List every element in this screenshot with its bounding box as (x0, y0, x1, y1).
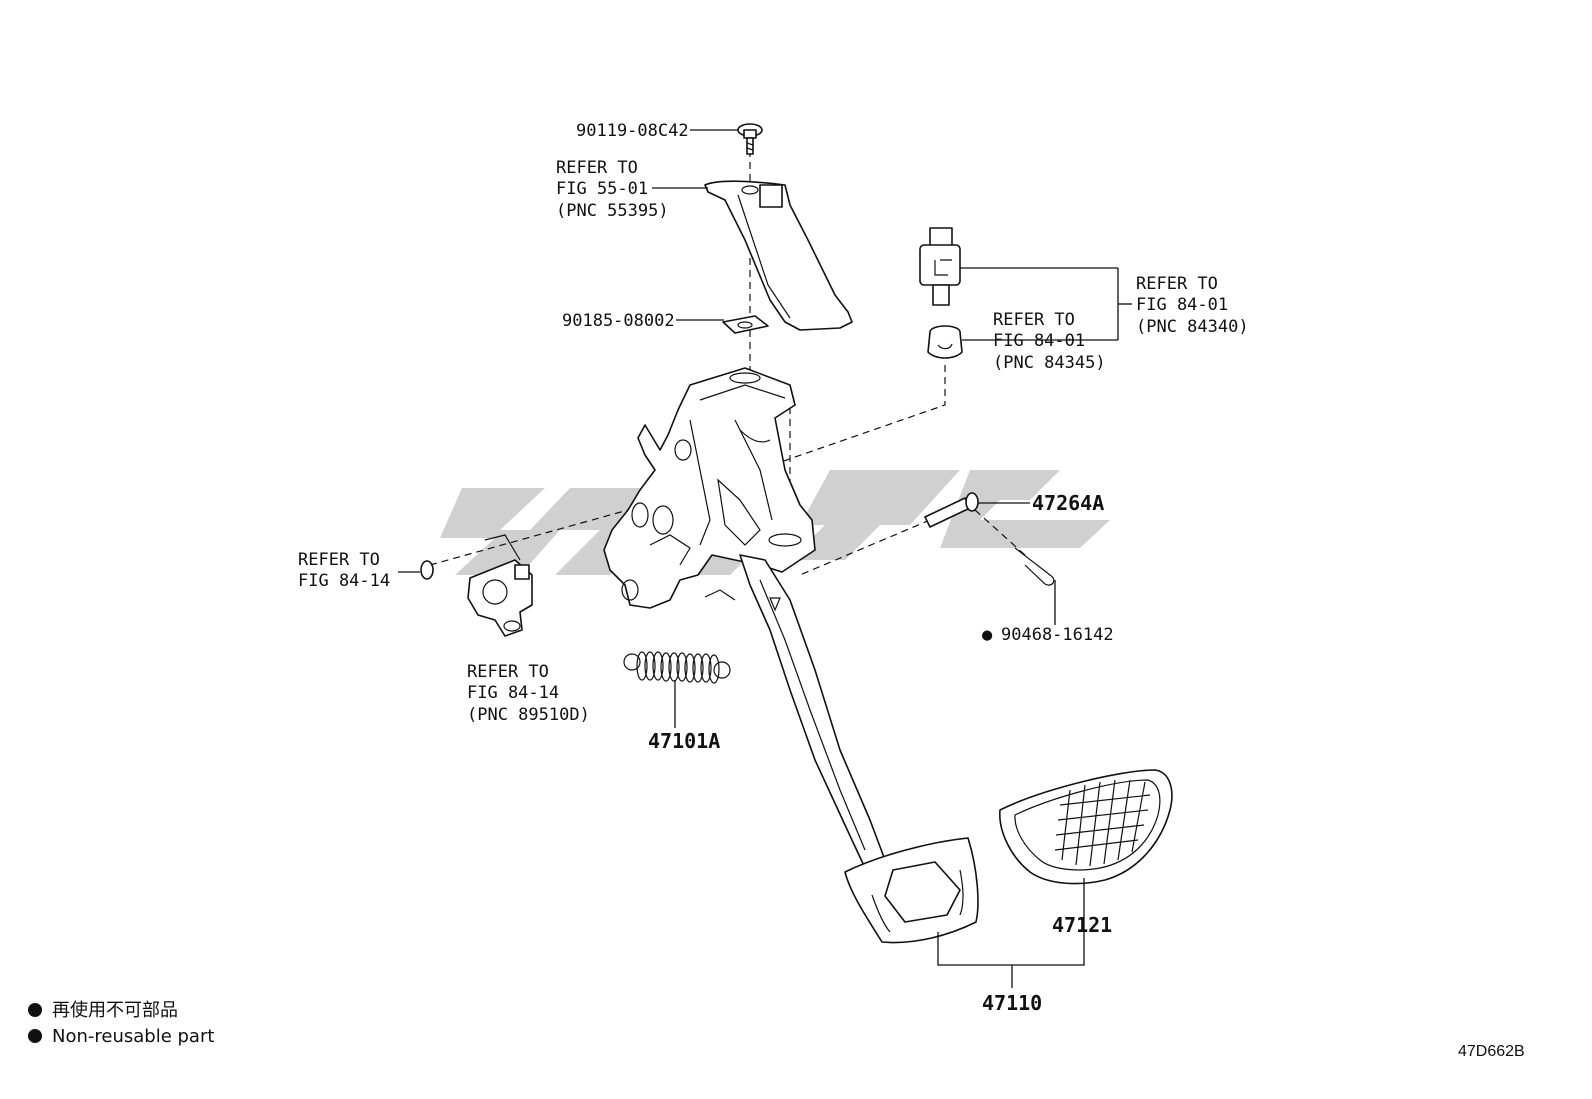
label-nut-refer-1: REFER TO (298, 550, 380, 570)
label-cushion-refer-1: REFER TO (993, 310, 1075, 330)
sensor-part (467, 534, 533, 637)
label-washer: 90185-08002 (562, 311, 675, 331)
label-cushion-refer-3: (PNC 84345) (993, 353, 1106, 373)
label-pedal-assy: 47110 (982, 991, 1042, 1015)
label-sensor-refer-1: REFER TO (467, 662, 549, 682)
spring-part (623, 651, 731, 684)
label-spring: 47101A (648, 729, 720, 753)
label-sensor-refer-2: FIG 84-14 (467, 683, 559, 703)
legend-jp: 再使用不可部品 (52, 1000, 178, 1021)
label-pad: 47121 (1052, 913, 1112, 937)
nut-part (398, 560, 434, 580)
label-sensor-refer-3: (PNC 89510D) (467, 705, 590, 725)
pedal-arm-part (739, 554, 886, 869)
label-bolt: 90119-08C42 (576, 121, 689, 141)
label-nut-refer-2: FIG 84-14 (298, 571, 390, 591)
cushion-part (927, 325, 1118, 359)
switch-part (919, 227, 1132, 340)
bracket-part (704, 180, 853, 331)
label-clip: 90468-16142 (1001, 625, 1114, 645)
clip-part (1014, 547, 1056, 625)
label-switch-refer-3: (PNC 84340) (1136, 317, 1249, 337)
bolt-part (737, 123, 763, 155)
label-switch-refer-2: FIG 84-01 (1136, 295, 1228, 315)
label-clip-mark: ● (982, 625, 993, 645)
label-bracket-refer-2: FIG 55-01 (556, 179, 648, 199)
washer-part (722, 315, 769, 334)
label-switch-refer-1: REFER TO (1136, 274, 1218, 294)
label-pin: 47264A (1032, 491, 1104, 515)
legend: 再使用不可部品 Non-reusable part (28, 1000, 214, 1047)
pin-part (924, 492, 1030, 528)
label-cushion-refer-2: FIG 84-01 (993, 331, 1085, 351)
legend-en: Non-reusable part (52, 1026, 214, 1047)
legend-bullet-icon (28, 1003, 42, 1017)
pedal-support-part (603, 367, 816, 609)
legend-bullet-icon (28, 1029, 42, 1043)
leader-lines (652, 129, 1085, 988)
label-bracket-refer-1: REFER TO (556, 158, 638, 178)
labels: 90119-08C42 REFER TO FIG 55-01 (PNC 5539… (298, 121, 1249, 1015)
pedal-lower-part (844, 837, 979, 944)
figure-code: 47D662B (1458, 1043, 1525, 1060)
label-bracket-refer-3: (PNC 55395) (556, 201, 669, 221)
pedal-pad-part (999, 769, 1173, 885)
